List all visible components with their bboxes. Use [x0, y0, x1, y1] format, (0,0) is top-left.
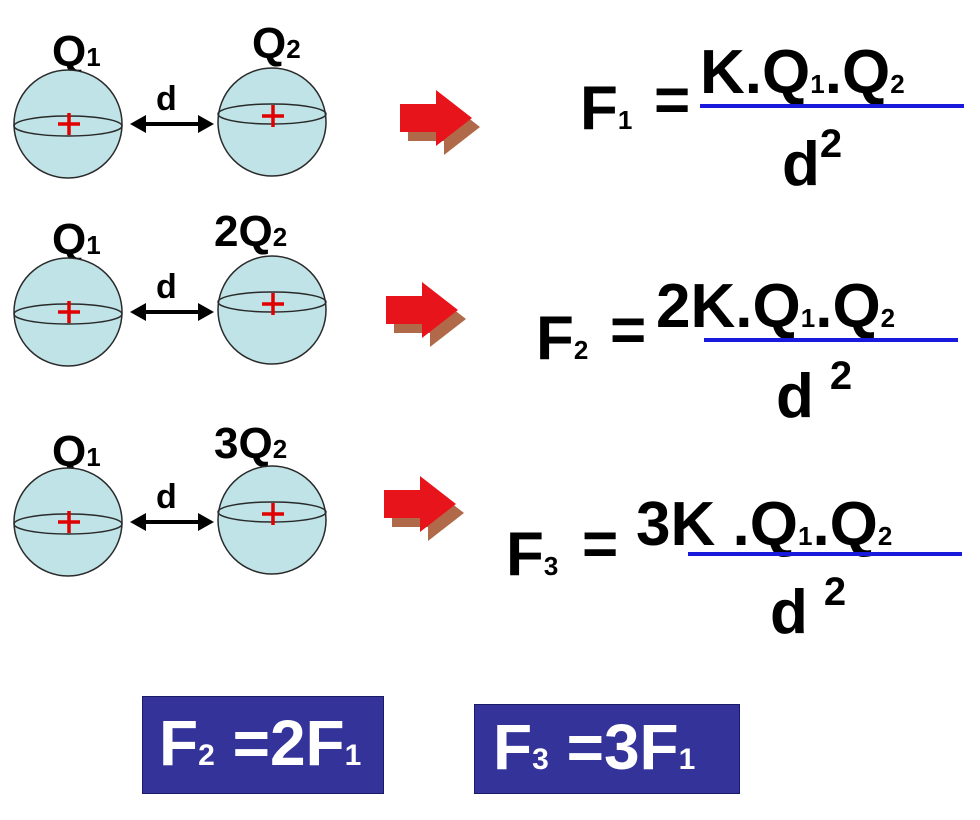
distance-label: d — [156, 268, 177, 306]
equals-sign: = — [654, 66, 691, 135]
red-arrow-icon — [400, 90, 480, 155]
charge-q2-label: 3Q2 — [214, 419, 288, 468]
charges-diagram — [13, 465, 327, 577]
equals-sign: = — [610, 296, 647, 365]
red-arrow-icon — [384, 476, 464, 541]
distance-label: d — [156, 80, 177, 118]
charge-q1-label: Q1 — [52, 27, 101, 76]
force-symbol: F3 — [506, 520, 559, 589]
double-arrow-icon — [130, 115, 214, 133]
result-box-f2: F2 =2F1 — [142, 696, 384, 794]
equals-sign: = — [582, 510, 619, 579]
plus-sign-icon — [58, 511, 80, 533]
fraction-line — [700, 104, 964, 108]
result-box-f3: F3 =3F1 — [474, 704, 740, 794]
charge-q1-label: Q1 — [52, 215, 101, 264]
plus-sign-icon — [262, 293, 284, 315]
fraction-line — [704, 338, 958, 342]
double-arrow-icon — [130, 513, 214, 531]
fraction-line — [688, 552, 962, 556]
charges-diagram — [13, 255, 327, 367]
plus-sign-icon — [262, 105, 284, 127]
force-symbol: F1 — [580, 74, 633, 143]
plus-sign-icon — [58, 301, 80, 323]
double-arrow-icon — [130, 303, 214, 321]
fraction-numerator: 3K .Q1.Q2 — [636, 490, 893, 559]
fraction-numerator: 2K.Q1.Q2 — [656, 272, 896, 341]
plus-sign-icon — [58, 113, 80, 135]
charge-q2-label: Q2 — [252, 19, 301, 68]
fraction-denominator: d2 — [782, 122, 843, 199]
red-arrow-icon — [386, 282, 466, 347]
plus-sign-icon — [262, 503, 284, 525]
force-symbol: F2 — [536, 304, 589, 373]
charge-q1-label: Q1 — [52, 427, 101, 476]
fraction-numerator: K.Q1.Q2 — [700, 38, 905, 107]
charge-q2-label: 2Q2 — [214, 207, 288, 256]
charges-diagram — [13, 67, 327, 179]
distance-label: d — [156, 478, 177, 516]
